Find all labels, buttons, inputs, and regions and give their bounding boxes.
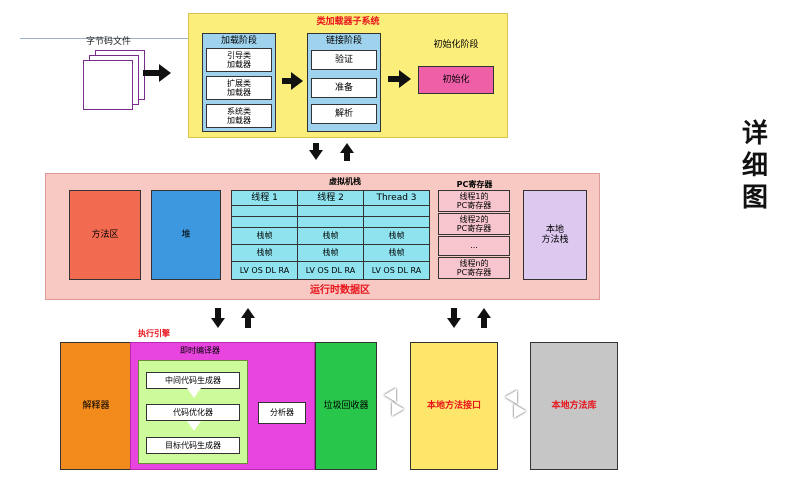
top-divider-line bbox=[20, 38, 190, 39]
pc-register-column: 线程1的 PC寄存器 线程2的 PC寄存器 ... 线程n的 PC寄存器 bbox=[438, 190, 510, 280]
bytecode-label: 字节码文件 bbox=[86, 37, 132, 47]
class-loader-title: 类加载器子系统 bbox=[316, 17, 380, 27]
thread-1-frame-detail: LV OS DL RA bbox=[239, 265, 290, 275]
heap: 堆 bbox=[151, 190, 221, 280]
thread-3-empty-b bbox=[364, 217, 429, 228]
jit-compiler-title: 即时编译器 bbox=[180, 346, 220, 355]
pc-register-thread-2: 线程2的 PC寄存器 bbox=[438, 213, 510, 235]
arrow-right-interface-library bbox=[514, 404, 526, 418]
native-method-stack: 本地 方法栈 bbox=[523, 190, 587, 280]
extension-loader-box: 扩展类 加载器 bbox=[206, 76, 272, 100]
arrow-down-runtime-exec bbox=[211, 318, 225, 328]
garbage-collector: 垃圾回收器 bbox=[315, 342, 377, 470]
arrow-up-exec-runtime bbox=[241, 308, 255, 318]
side-label: 详 细 图 bbox=[741, 119, 768, 213]
thread-2-frame-2: 栈帧 bbox=[298, 245, 363, 262]
arrow-shaft-loading-linking bbox=[282, 78, 292, 84]
thread-2-label: 线程 2 bbox=[298, 191, 363, 206]
arrow-up-exec-shaft bbox=[245, 317, 251, 328]
jit-arrow-1 bbox=[187, 388, 201, 398]
interpreter: 解释器 bbox=[60, 342, 132, 470]
pc-register-title: PC寄存器 bbox=[456, 180, 493, 189]
arrow-down-runtime-native bbox=[447, 318, 461, 328]
thread-3-stack: Thread 3 栈帧 栈帧 LV OS DL RA bbox=[363, 190, 430, 280]
linking-phase-title: 链接阶段 bbox=[325, 36, 362, 46]
arrow-up-runtime-loader bbox=[340, 143, 354, 153]
arrow-left-library-interface bbox=[505, 390, 517, 404]
arrow-right-gc-interface bbox=[392, 402, 404, 416]
exec-engine-title: 执行引擎 bbox=[138, 329, 170, 338]
thread-1-stack: 线程 1 栈帧 栈帧 LV OS DL RA bbox=[231, 190, 298, 280]
intermediate-code-generator: 中间代码生成器 bbox=[146, 372, 240, 389]
pc-register-ellipsis: ... bbox=[438, 236, 510, 256]
thread-2-frame-1: 栈帧 bbox=[298, 228, 363, 245]
thread-2-stack: 线程 2 栈帧 栈帧 LV OS DL RA bbox=[297, 190, 364, 280]
bytecode-file-front bbox=[83, 60, 133, 110]
thread-1-frame-1: 栈帧 bbox=[232, 228, 297, 245]
arrow-up-native-shaft bbox=[481, 317, 487, 328]
thread-3-empty-a bbox=[364, 206, 429, 217]
pc-register-thread-n: 线程n的 PC寄存器 bbox=[438, 257, 510, 279]
thread-3-frame-1: 栈帧 bbox=[364, 228, 429, 245]
init-box: 初始化 bbox=[418, 66, 494, 94]
thread-1-frame-2: 栈帧 bbox=[232, 245, 297, 262]
resolve-box: 解析 bbox=[311, 104, 377, 124]
arrow-down-shaft bbox=[313, 143, 319, 151]
thread-3-label: Thread 3 bbox=[364, 191, 429, 206]
vm-stack-title: 虚拟机栈 bbox=[329, 177, 361, 186]
arrow-down-loader-runtime bbox=[309, 150, 323, 160]
method-area: 方法区 bbox=[69, 190, 141, 280]
bootstrap-loader-box: 引导类 加载器 bbox=[206, 48, 272, 72]
arrow-left-interface-gc bbox=[384, 388, 396, 402]
thread-2-frame-detail: LV OS DL RA bbox=[305, 265, 356, 275]
thread-3-frame-detail: LV OS DL RA bbox=[371, 265, 422, 275]
analyzer: 分析器 bbox=[258, 402, 306, 424]
prepare-box: 准备 bbox=[311, 78, 377, 98]
verify-box: 验证 bbox=[311, 50, 377, 70]
arrow-head-loading-linking bbox=[291, 72, 303, 90]
arrow-head-linking-init bbox=[399, 70, 411, 88]
arrow-shaft-linking-init bbox=[388, 76, 400, 82]
target-code-generator: 目标代码生成器 bbox=[146, 437, 240, 454]
pc-register-thread-1: 线程1的 PC寄存器 bbox=[438, 190, 510, 212]
runtime-title: 运行时数据区 bbox=[310, 285, 370, 296]
arrow-up-native-runtime bbox=[477, 308, 491, 318]
arrow-down-exec-shaft bbox=[215, 308, 221, 319]
arrow-up-shaft bbox=[344, 152, 350, 161]
native-method-interface: 本地方法接口 bbox=[410, 342, 498, 470]
arrow-head-files-loader bbox=[159, 64, 171, 82]
thread-1-empty-b bbox=[232, 217, 297, 228]
code-optimizer: 代码优化器 bbox=[146, 404, 240, 421]
system-loader-box: 系统类 加载器 bbox=[206, 104, 272, 128]
thread-3-frame-2: 栈帧 bbox=[364, 245, 429, 262]
jit-arrow-2 bbox=[187, 421, 201, 431]
thread-1-empty-a bbox=[232, 206, 297, 217]
native-method-library: 本地方法库 bbox=[530, 342, 618, 470]
thread-2-empty-a bbox=[298, 206, 363, 217]
thread-1-label: 线程 1 bbox=[232, 191, 297, 206]
arrow-shaft-files-loader bbox=[143, 70, 159, 76]
loading-phase-title: 加载阶段 bbox=[220, 36, 257, 46]
arrow-down-native-shaft bbox=[451, 308, 457, 319]
thread-2-empty-b bbox=[298, 217, 363, 228]
init-phase-title: 初始化阶段 bbox=[433, 40, 479, 50]
